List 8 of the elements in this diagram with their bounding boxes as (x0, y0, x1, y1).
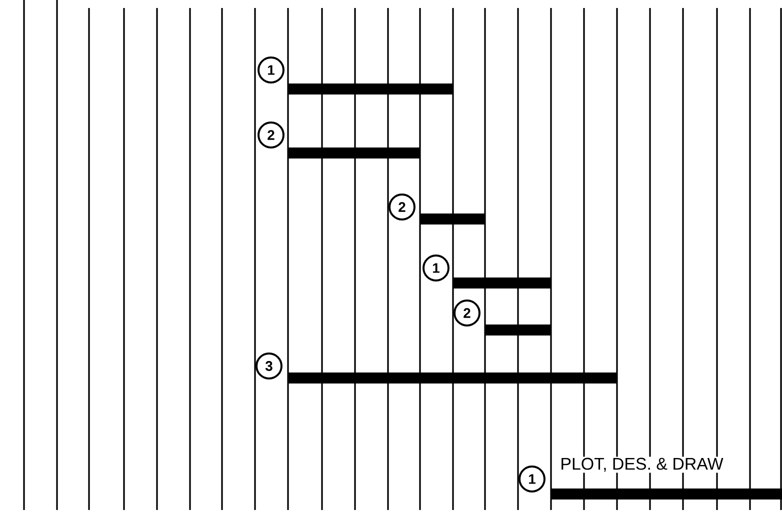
circled-number: 2 (258, 122, 284, 148)
task-label: PLOT, DES. & DRAW (559, 456, 724, 473)
circled-number: 1 (518, 466, 546, 492)
circled-number: 2 (454, 300, 480, 326)
circled-number: 1 (422, 254, 450, 282)
circled-number: 1 (258, 56, 284, 84)
circled-number: 2 (388, 194, 416, 220)
circled-number: 3 (256, 352, 282, 380)
